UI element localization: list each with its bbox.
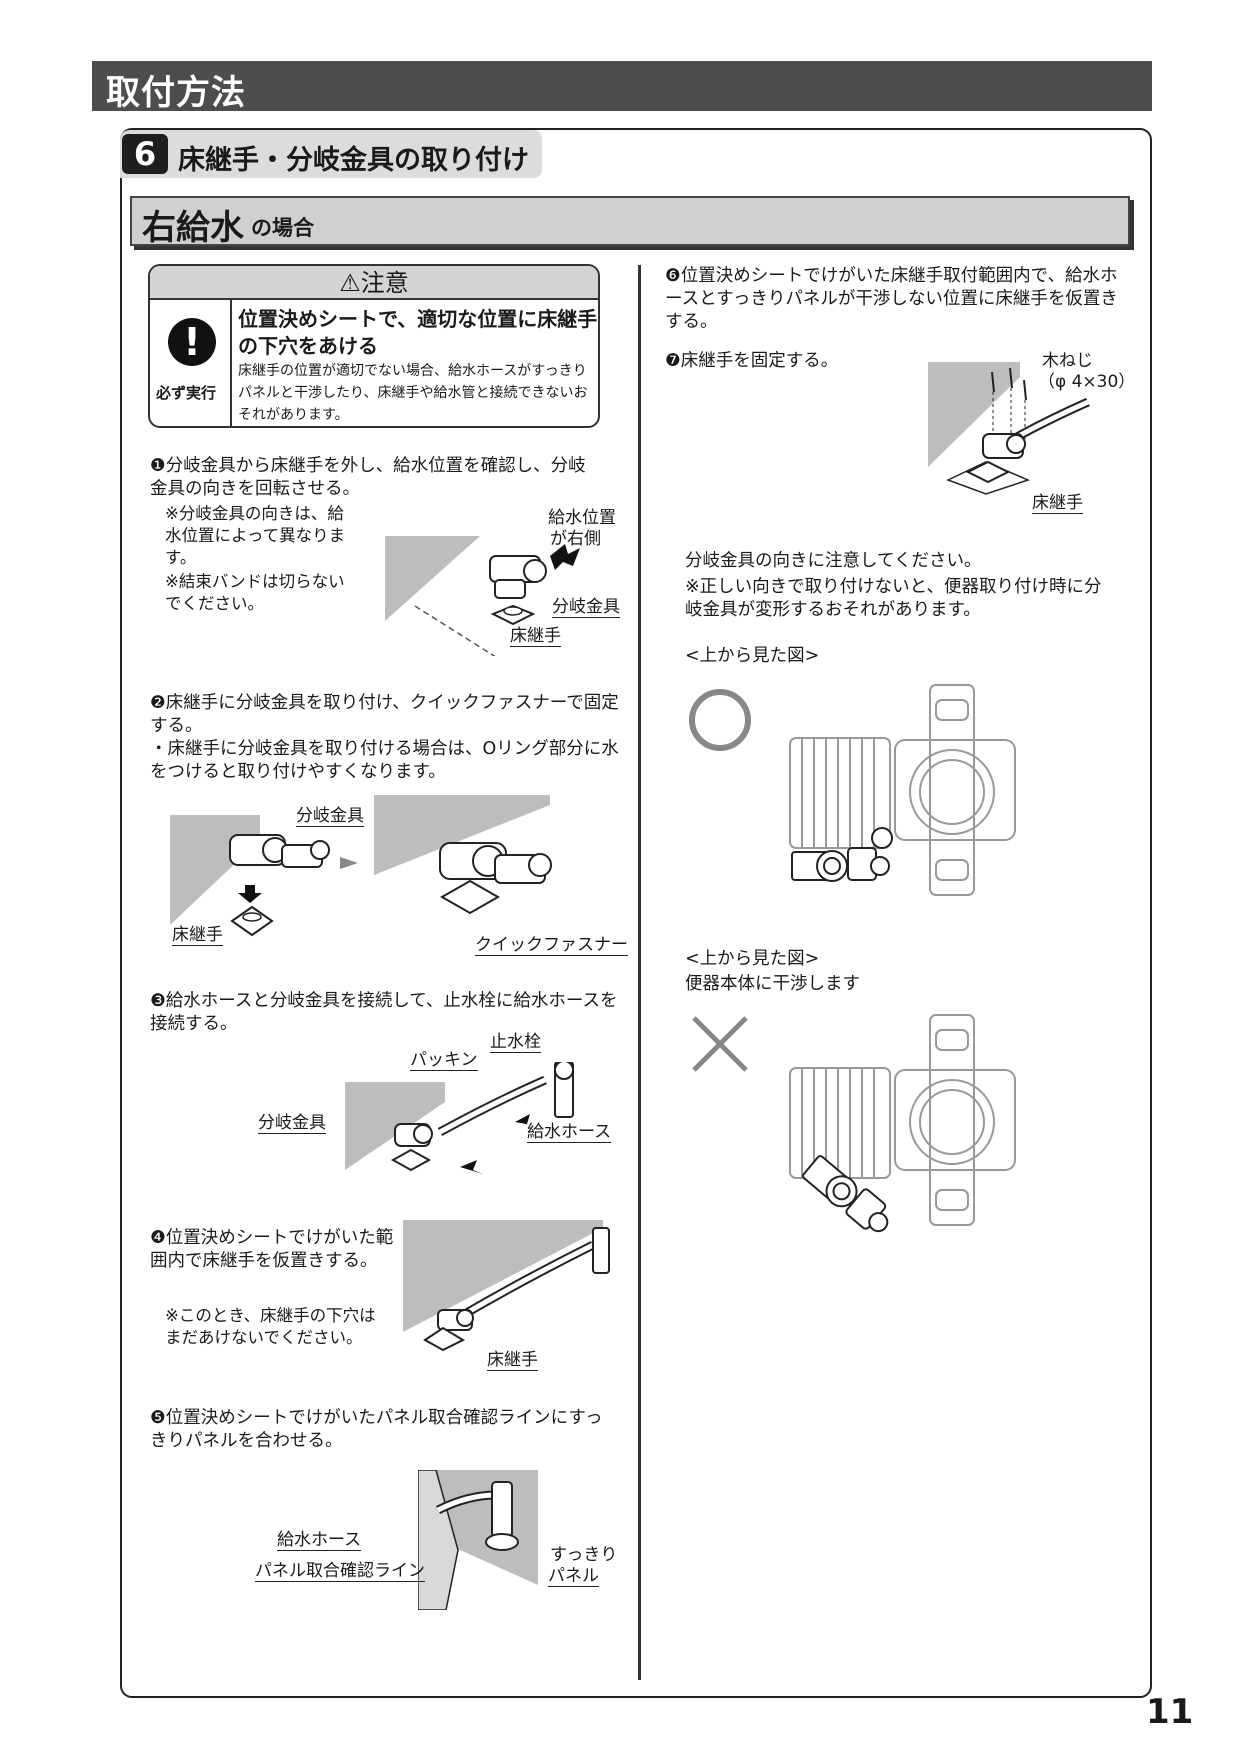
step-5-label-hose: 給水ホース — [277, 1525, 362, 1551]
step-2-label-quick: クイックファスナー — [475, 930, 628, 956]
step-4-label-floor: 床継手 — [487, 1345, 538, 1371]
caution-bold-text: 位置決めシートで、適切な位置に床継手の下穴をあける — [238, 307, 598, 358]
step-1-label-branch: 分岐金具 — [552, 592, 620, 618]
step-7-text: ❼床継手を固定する。 — [665, 351, 839, 371]
caution-heading: ⚠注意 — [150, 266, 598, 300]
step-1-illustration — [385, 536, 580, 667]
view-1-illustration — [780, 680, 1020, 900]
step-3-drawing — [345, 1060, 574, 1174]
subsection-title: 右給水 — [142, 208, 244, 248]
step-5-drawing — [417, 1469, 538, 1611]
subsection-suffix: の場合 — [251, 216, 314, 240]
subsection-bar — [130, 196, 1130, 246]
step-1-note-1: ※分岐金具の向きは、給水位置によって異なります。 — [165, 504, 346, 567]
step-5-text: ❺位置決めシートでけがいたパネル取合確認ラインにすっきりパネルを合わせる。 — [150, 1408, 603, 1451]
step-2-label-floor: 床継手 — [172, 920, 223, 946]
step-2-drawing — [170, 795, 552, 937]
view-2-subtext: 便器本体に干渉します — [685, 974, 860, 994]
step-2-text: ❷床継手に分岐金具を取り付け、クイックファスナーで固定する。 — [150, 693, 619, 736]
step-5-illustration — [417, 1469, 538, 1611]
step-3-label-branch: 分岐金具 — [258, 1108, 326, 1134]
view-2-illustration — [780, 1010, 1020, 1240]
view-2-drawing — [789, 1014, 1016, 1233]
step-2-label-branch: 分岐金具 — [296, 801, 364, 827]
step-5-label-line: パネル取合確認ライン — [255, 1556, 425, 1582]
caution-body-text: 床継手の位置が適切でない場合、給水ホースがすっきりパネルと干渉したり、床継手や給… — [238, 363, 588, 423]
column-divider — [638, 265, 641, 1680]
page-number: 11 — [1146, 1692, 1194, 1732]
step-7-label-floor: 床継手 — [1032, 488, 1083, 514]
step-5-label-panel-a: すっきり — [550, 1545, 618, 1565]
step-4-drawing — [403, 1220, 610, 1352]
section-title: 床継手・分岐金具の取り付け — [178, 145, 529, 176]
step-5-label-panel-b: パネル — [548, 1561, 599, 1587]
step-3-label-valve: 止水栓 — [490, 1027, 541, 1053]
step-1-label-feed-a: 給水位置 — [548, 508, 616, 528]
step-3-illustration — [345, 1060, 615, 1190]
caution-icon-label: 必ず実行 — [156, 384, 217, 402]
exclamation-icon: ! — [168, 318, 216, 366]
caution-box: ⚠注意 ! 必ず実行 位置決めシートで、適切な位置に床継手の下穴をあける 床継手… — [148, 264, 600, 428]
step-3-label-packing: パッキン — [410, 1045, 478, 1071]
correct-circle-icon — [688, 688, 752, 752]
step-7-illustration — [928, 362, 1093, 497]
view-1-drawing — [789, 684, 1016, 896]
step-7-label-screw-a: 木ねじ — [1042, 351, 1093, 371]
section-tab — [120, 130, 542, 178]
header-bar: 取付方法 — [92, 61, 1152, 113]
step-1-label-feed-b: が右側 — [550, 529, 601, 549]
step-1-label-floor: 床継手 — [510, 621, 561, 647]
step-6-text: ❻位置決めシートでけがいた床継手取付範囲内で、給水ホースとすっきりパネルが干渉し… — [665, 266, 1118, 332]
step-7-drawing — [928, 362, 1090, 495]
step-3-label-hose: 給水ホース — [527, 1117, 612, 1143]
step-4-text: ❹位置決めシートでけがいた範囲内で床継手を仮置きする。 — [150, 1228, 394, 1271]
step-2-note: ・床継手に分岐金具を取り付ける場合は、Oリング部分に水をつけると取り付けやすくな… — [150, 739, 619, 782]
direction-warning: ※正しい向きで取り付けないと、便器取り付け時に分岐金具が変形するおそれがあります… — [685, 577, 1102, 620]
step-4-note: ※このとき、床継手の下穴はまだあけないでください。 — [165, 1306, 376, 1347]
step-4-illustration — [403, 1220, 618, 1355]
view-1-caption: <上から見た図> — [685, 646, 820, 666]
direction-note: 分岐金具の向きに注意してください。 — [685, 551, 982, 571]
step-1-text: ❶分岐金具から床継手を外し、給水位置を確認し、分岐金具の向きを回転させる。 — [150, 456, 586, 499]
page-title: 取付方法 — [106, 73, 246, 113]
step-2-illustration — [170, 795, 630, 955]
view-2-caption: <上から見た図> — [685, 949, 820, 969]
step-7-label-screw-b: （φ 4×30） — [1038, 372, 1136, 392]
section-number: 6 — [122, 134, 168, 174]
step-1-note-2: ※結束バンドは切らないでください。 — [165, 572, 345, 613]
step-3-text: ❸給水ホースと分岐金具を接続して、止水栓に給水ホースを接続する。 — [150, 991, 618, 1034]
caution-divider — [230, 300, 232, 426]
content-frame — [120, 128, 1152, 1698]
incorrect-cross-icon — [688, 1012, 752, 1076]
